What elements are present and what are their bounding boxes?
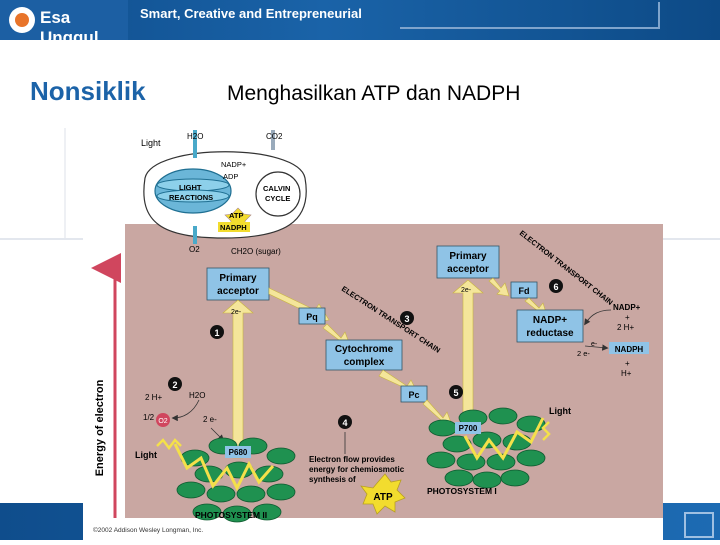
p700-label: P700 <box>459 424 478 433</box>
two-h-plus-label: 2 H+ <box>617 323 634 332</box>
copyright-label: ©2002 Addison Wesley Longman, Inc. <box>93 526 203 534</box>
nadp-reductase-line2: reductase <box>526 328 574 339</box>
logo[interactable]: Esa Unggul <box>0 0 128 47</box>
pq-box <box>298 307 326 325</box>
banner-frame-decoration <box>400 2 660 29</box>
light-reactions-line1: LIGHT <box>179 183 202 192</box>
ps1-excitation-arrow <box>452 279 484 429</box>
divider-left <box>0 238 88 240</box>
step-3: 3 <box>404 314 409 324</box>
p700-box <box>455 422 481 434</box>
ps2-energy-transfer-path <box>173 443 275 492</box>
tagline: Smart, Creative and Entrepreneurial <box>140 6 362 21</box>
nadph-label: NADPH <box>615 345 644 354</box>
ps2-excitation-arrow <box>222 299 254 459</box>
etc-arrow-5 <box>488 277 510 297</box>
logo-icon <box>9 7 35 33</box>
ps2-electron-label: 2e- <box>231 309 242 316</box>
divider-right <box>660 238 720 240</box>
divider-vertical <box>64 128 66 238</box>
cytochrome-box <box>325 339 403 371</box>
atp-burst-icon <box>360 473 406 515</box>
fd-box <box>510 281 538 299</box>
fd-label: Fd <box>519 286 530 296</box>
overview-nadp-label: NADP+ <box>221 160 247 169</box>
step-markers <box>168 279 563 429</box>
nadph-box <box>609 342 649 354</box>
photosystem-ii-label: PHOTOSYSTEM II <box>195 510 267 520</box>
oxygen-icon <box>156 413 170 427</box>
slide-title: Nonsiklik <box>30 76 146 106</box>
step-5: 5 <box>453 388 458 398</box>
footer-decoration <box>684 512 714 538</box>
overview-light-label: Light <box>141 138 161 148</box>
primary-acceptor-ps1-line2: acceptor <box>447 264 489 275</box>
header-banner: Esa Unggul Smart, Creative and Entrepren… <box>0 0 720 47</box>
two-e-label: 2 e- <box>577 349 590 358</box>
logo-text: Esa Unggul <box>40 8 99 47</box>
water-half-label: 1/2 <box>143 413 155 422</box>
nadp-reductase-box <box>516 309 584 343</box>
p680-box <box>225 446 251 458</box>
step-6: 6 <box>553 282 558 292</box>
step-2: 2 <box>172 380 177 390</box>
overview-nadph-label: NADPH <box>220 223 247 232</box>
slide-subtitle: Menghasilkan ATP dan NADPH <box>227 82 521 105</box>
step-4: 4 <box>342 418 347 428</box>
nadp-input-arrow <box>584 309 612 326</box>
overview-o2-label: O2 <box>189 245 200 254</box>
water-h2o-label: H2O <box>189 391 205 400</box>
water-electron-label: 2 e- <box>203 415 217 424</box>
light-left-wave-icon <box>156 438 182 451</box>
photosystem-i-complex <box>426 407 546 489</box>
step-1: 1 <box>214 328 219 338</box>
pq-label: Pq <box>306 312 318 322</box>
overview-h2o-label: H2O <box>187 132 203 141</box>
pc-box <box>400 385 428 403</box>
flow-note-line1: Electron flow provides <box>309 455 395 464</box>
chloroplast-overview <box>143 130 307 244</box>
light-right-label: Light <box>549 406 571 416</box>
light-reactions-line2: REACTIONS <box>169 193 213 202</box>
overview-adp-label: ADP <box>223 172 238 181</box>
ps1-energy-transfer-path <box>463 417 545 461</box>
light-left-label: Light <box>135 450 157 460</box>
calvin-cycle-line1: CALVIN <box>263 184 290 193</box>
calvin-cycle-line2: CYCLE <box>265 194 290 203</box>
primary-acceptor-ps1-box <box>436 245 500 279</box>
pc-label: Pc <box>408 390 419 400</box>
primary-acceptor-ps2-line1: Primary <box>219 273 257 284</box>
photosystem-ii-complex <box>176 437 296 523</box>
photosynthesis-diagram: Light H2O CO2 NADP+ ADP LIGHT REACTIONS … <box>83 128 663 540</box>
nadp-reductase-line1: NADP+ <box>533 315 567 326</box>
plus-sign-2: + <box>625 359 630 368</box>
overview-co2-label: CO2 <box>266 132 283 141</box>
overview-atp-label: ATP <box>229 211 243 220</box>
primary-acceptor-ps2-box <box>206 267 270 301</box>
nadp-plus-label: NADP+ <box>613 303 641 312</box>
water-o2-label: O2 <box>158 418 167 425</box>
p680-label: P680 <box>229 448 248 457</box>
ps1-electron-label: 2e- <box>461 287 472 294</box>
photosystem-i-label: PHOTOSYSTEM I <box>427 486 497 496</box>
e-minus-label: e- <box>591 341 598 348</box>
nadph-output-arrow <box>584 344 609 351</box>
flow-note-line2: energy for chemiosmotic <box>309 465 405 474</box>
cytochrome-line2: complex <box>344 357 385 368</box>
light-right-wave-icon <box>541 421 551 441</box>
overview-sugar-label: CH2O (sugar) <box>231 247 281 256</box>
cytochrome-line1: Cytochrome <box>335 344 394 355</box>
plus-sign-1: + <box>625 313 630 322</box>
energy-axis-label: Energy of electron <box>94 379 106 476</box>
water-2h-label: 2 H+ <box>145 393 162 402</box>
flow-note-line3: synthesis of <box>309 475 356 484</box>
atp-label: ATP <box>373 492 393 503</box>
h-plus-label: H+ <box>621 369 632 378</box>
primary-acceptor-ps2-line2: acceptor <box>217 286 259 297</box>
water-split-arrow <box>171 399 200 422</box>
primary-acceptor-ps1-line1: Primary <box>449 251 487 262</box>
